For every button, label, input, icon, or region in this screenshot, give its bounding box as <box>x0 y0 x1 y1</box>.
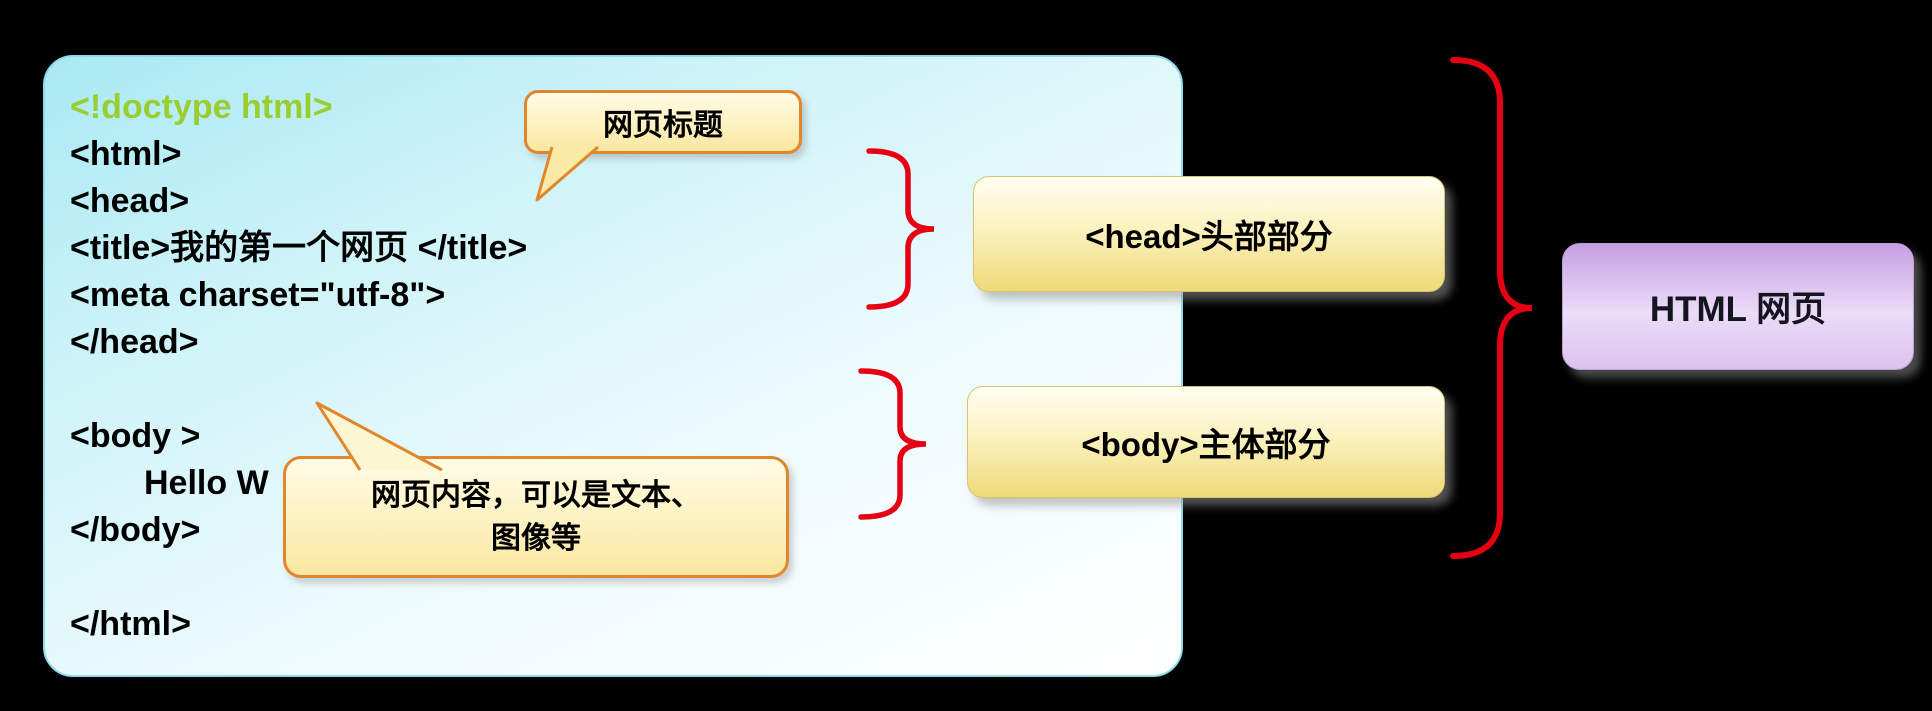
html-page-brace-icon <box>1450 57 1533 559</box>
callout-page-title: 网页标题 <box>524 90 802 154</box>
code-line-meta: <meta charset="utf-8"> <box>70 276 446 314</box>
html-page-label: HTML 网页 <box>1649 290 1827 329</box>
code-line-head-open: <head> <box>70 182 190 220</box>
callout-page-content-line2: 图像等 <box>491 522 581 555</box>
code-line-html-open: <html> <box>70 135 182 173</box>
head-section-box: <head>头部部分 <box>973 176 1445 292</box>
head-section-label: <head>头部部分 <box>1085 218 1333 255</box>
code-line-title: <title>我的第一个网页 </title> <box>70 229 528 267</box>
callout-page-content-tail-icon <box>315 401 443 472</box>
html-page-box: HTML 网页 <box>1562 243 1914 370</box>
callout-page-title-text: 网页标题 <box>603 109 723 142</box>
callout-page-content-line1: 网页内容，可以是文本、 <box>371 479 701 512</box>
code-line-hello-world: Hello W <box>144 464 269 502</box>
code-line-head-close: </head> <box>70 323 199 361</box>
body-section-brace-icon <box>858 368 927 520</box>
code-line-body-close: </body> <box>70 511 201 549</box>
code-line-html-close: </html> <box>70 605 191 643</box>
callout-page-content: 网页内容，可以是文本、 图像等 <box>283 456 789 578</box>
code-line-body-open: <body > <box>70 417 201 455</box>
head-section-brace-icon <box>866 148 935 310</box>
body-section-label: <body>主体部分 <box>1081 426 1331 463</box>
code-line-doctype: <!doctype html> <box>70 88 333 126</box>
callout-page-title-tail-icon <box>535 145 599 202</box>
body-section-box: <body>主体部分 <box>967 386 1445 498</box>
